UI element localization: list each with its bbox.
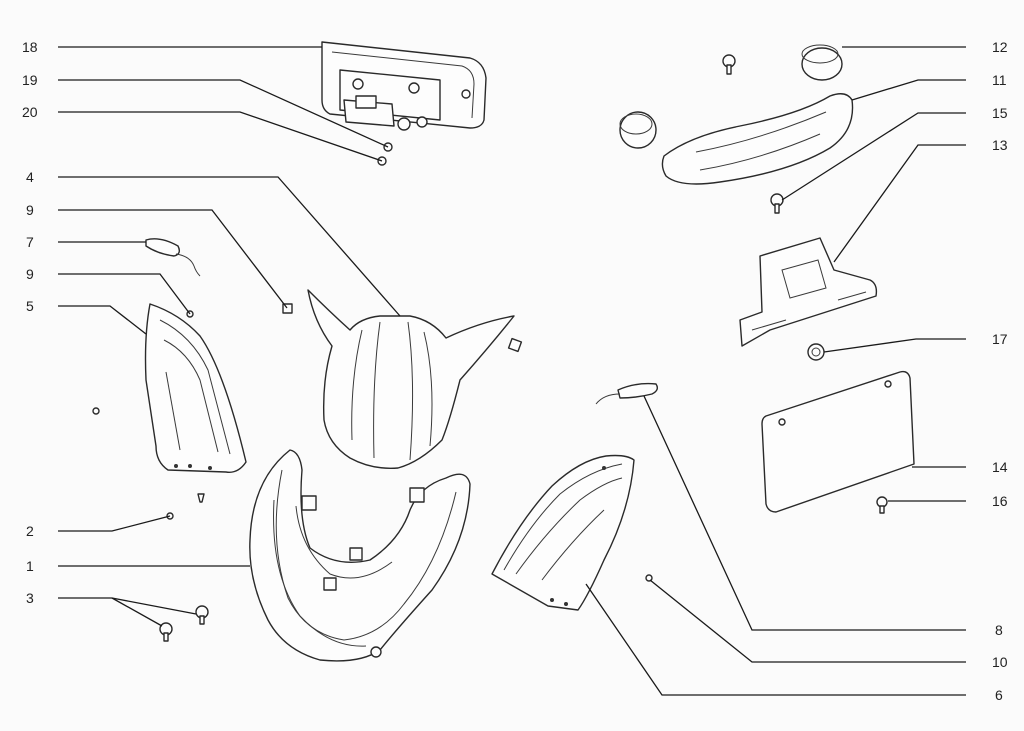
callout-16: 16 — [992, 493, 1008, 509]
part-11-grab-handle — [661, 93, 854, 185]
part-6-right-side-panel — [491, 454, 635, 611]
part-14-license-plate — [761, 370, 915, 513]
callout-1: 1 — [26, 558, 34, 574]
callout-2: 2 — [26, 523, 34, 539]
part-9-clip-center — [282, 303, 293, 314]
part-4-front-fairing — [307, 289, 515, 469]
callout-9-upper: 9 — [26, 202, 34, 218]
part-5-left-side-panel — [144, 303, 247, 473]
callout-10: 10 — [992, 654, 1008, 670]
callout-14: 14 — [992, 459, 1008, 475]
callout-4: 4 — [26, 169, 34, 185]
callout-15: 15 — [992, 105, 1008, 121]
part-16-screw — [876, 496, 888, 514]
callout-18: 18 — [22, 39, 38, 55]
part-9-clip-right — [507, 337, 523, 353]
callout-11: 11 — [992, 72, 1007, 88]
part-8-right-turn-signal — [595, 382, 659, 405]
part-1-lower-fairing — [249, 449, 471, 662]
part-10-small-screw — [645, 574, 653, 582]
callout-9-lower: 9 — [26, 266, 34, 282]
part-15-bolt — [770, 193, 784, 214]
callout-19: 19 — [22, 72, 38, 88]
part-7-left-turn-signal — [145, 238, 201, 277]
part-12-rubber-ring — [801, 44, 843, 81]
callout-8: 8 — [995, 622, 1003, 638]
part-3-bolts — [159, 605, 209, 642]
callout-5: 5 — [26, 298, 34, 314]
part-rubber-ring-left — [619, 111, 657, 149]
part-bolt-top — [722, 54, 736, 75]
callout-20: 20 — [22, 104, 38, 120]
part-18-instrument-housing — [321, 41, 487, 131]
callout-13: 13 — [992, 137, 1008, 153]
part-17-nut — [807, 343, 825, 361]
part-small-screw-b — [197, 493, 205, 503]
leader-lines — [58, 46, 966, 696]
callout-7: 7 — [26, 234, 34, 250]
callout-3: 3 — [26, 590, 34, 606]
part-small-screw-a — [92, 407, 100, 415]
callout-12: 12 — [992, 39, 1008, 55]
callout-17: 17 — [992, 331, 1008, 347]
part-13-plate-bracket — [739, 237, 878, 347]
callout-6: 6 — [995, 687, 1003, 703]
callout-numbers: 18 19 20 4 9 7 9 5 2 1 3 12 11 15 13 17 … — [22, 39, 1008, 703]
